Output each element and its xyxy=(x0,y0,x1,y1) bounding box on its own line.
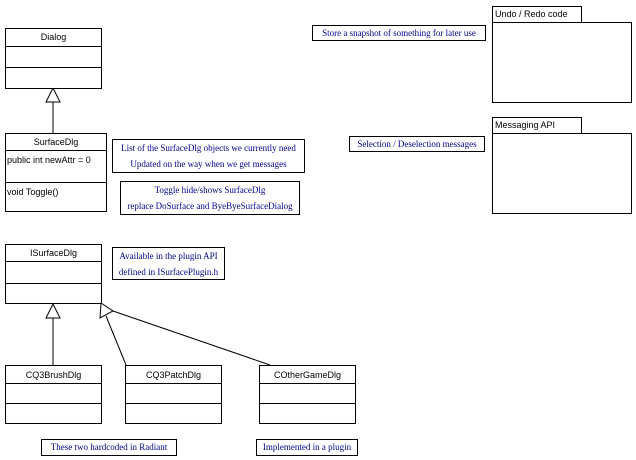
operations-section xyxy=(6,283,101,303)
class-name: CQ3BrushDlg xyxy=(25,370,82,380)
package-name: Undo / Redo code xyxy=(495,9,568,19)
class-dialog[interactable]: Dialog xyxy=(5,28,102,89)
package-undo-redo-tab[interactable]: Undo / Redo code xyxy=(492,6,582,23)
class-surfacedlg[interactable]: SurfaceDlg public int newAttr = 0 void T… xyxy=(5,133,107,212)
attributes-section xyxy=(6,383,101,403)
generalization-arrowhead xyxy=(45,86,61,103)
generalization-arrowhead xyxy=(99,302,114,319)
class-name: SurfaceDlg xyxy=(33,137,79,147)
attribute-newattr: public int newAttr = 0 xyxy=(7,155,91,165)
attributes-section xyxy=(260,383,355,403)
class-name: ISurfaceDlg xyxy=(29,248,78,258)
note-surface-list[interactable]: List of the SurfaceDlg objects we curren… xyxy=(112,139,305,173)
attributes-section xyxy=(6,46,101,67)
class-name: Dialog xyxy=(40,32,67,42)
attributes-section: public int newAttr = 0 xyxy=(6,150,106,182)
operations-section xyxy=(6,403,101,423)
class-cothergamedlg[interactable]: COtherGameDlg xyxy=(259,365,356,424)
generalization-cq3patch-isurface xyxy=(105,315,127,366)
package-undo-redo-body[interactable] xyxy=(492,22,632,103)
class-cq3brushdlg[interactable]: CQ3BrushDlg xyxy=(5,365,102,424)
operations-section xyxy=(6,67,101,88)
operation-toggle: void Toggle() xyxy=(7,187,59,197)
note-line: List of the SurfaceDlg objects we curren… xyxy=(121,143,296,153)
class-name: CQ3PatchDlg xyxy=(145,370,202,380)
note-hardcoded[interactable]: These two hardcoded in Radiant xyxy=(41,439,177,456)
note-line: Toggle hide/shows SurfaceDlg xyxy=(154,185,266,195)
note-line: These two hardcoded in Radiant xyxy=(50,442,168,452)
note-line: Selection / Deselection messages xyxy=(357,139,477,149)
note-line: replace DoSurface and ByeByeSurfaceDialo… xyxy=(127,201,293,211)
attributes-section xyxy=(126,383,221,403)
generalization-cother-isurface xyxy=(112,310,271,366)
note-snapshot[interactable]: Store a snapshot of something for later … xyxy=(312,25,486,41)
note-plugin-impl[interactable]: Implemented in a plugin xyxy=(256,439,358,456)
note-toggle[interactable]: Toggle hide/shows SurfaceDlg replace DoS… xyxy=(120,181,300,215)
note-line: Implemented in a plugin xyxy=(262,442,352,452)
operations-section xyxy=(260,403,355,423)
class-cq3patchdlg[interactable]: CQ3PatchDlg xyxy=(125,365,222,424)
note-line: defined in ISurfacePlugin.h xyxy=(118,267,219,277)
package-messaging-body[interactable] xyxy=(492,133,632,214)
class-name: COtherGameDlg xyxy=(273,370,342,380)
attributes-section xyxy=(6,261,101,283)
generalization-arrowhead xyxy=(45,302,61,319)
package-name: Messaging API xyxy=(495,120,556,130)
package-messaging-tab[interactable]: Messaging API xyxy=(492,117,582,134)
operations-section: void Toggle() xyxy=(6,182,106,211)
note-selection[interactable]: Selection / Deselection messages xyxy=(349,136,485,152)
operations-section xyxy=(126,403,221,423)
class-isurfacedlg[interactable]: ISurfaceDlg xyxy=(5,244,102,304)
note-plugin-api[interactable]: Available in the plugin API defined in I… xyxy=(112,247,225,280)
note-line: Store a snapshot of something for later … xyxy=(322,28,476,38)
note-line: Available in the plugin API xyxy=(119,251,218,261)
note-line: Updated on the way when we get messages xyxy=(130,159,287,169)
